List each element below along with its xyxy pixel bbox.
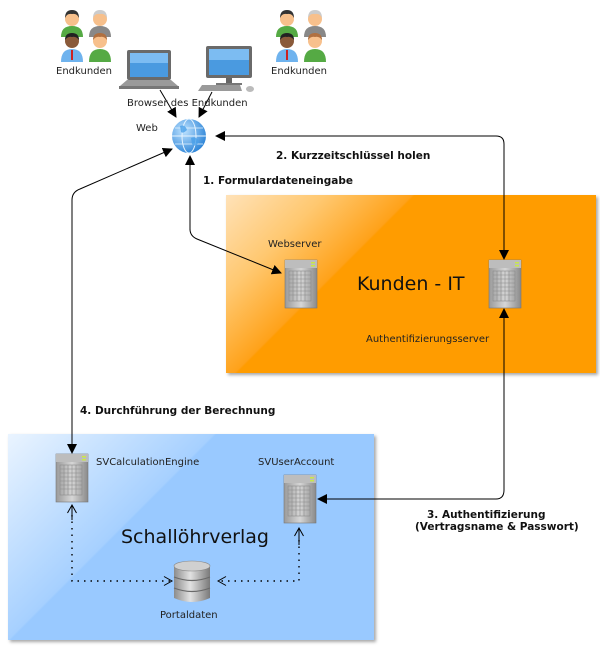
laptop-icon: [119, 50, 179, 89]
web-label: Web: [136, 123, 158, 134]
globe-icon: [172, 118, 206, 154]
database-icon: [173, 560, 211, 602]
authserver-icon: [488, 259, 522, 309]
step-3-label-line1: 3. Authentifizierung: [427, 509, 546, 521]
step-3-label-line2: (Vertragsname & Passwort): [415, 521, 579, 533]
edge-desktop-web: [198, 91, 213, 118]
user-account-label: SVUserAccount: [258, 457, 335, 468]
edge-web-authserver: [215, 131, 505, 145]
edge-web-engine: [71, 148, 173, 201]
webserver-label: Webserver: [268, 239, 322, 250]
people-group-icon: [276, 10, 326, 62]
edge-engine-db: [71, 515, 172, 581]
edge-authserver-useraccount: [317, 489, 505, 504]
edge-laptop-web: [159, 89, 177, 118]
webserver-icon: [284, 259, 318, 309]
edge-web-webserver: [189, 228, 282, 275]
zone-title-schalloehrverlag: Schallöhrverlag: [121, 526, 269, 548]
user-account-server-icon: [283, 474, 317, 524]
people-group-label: Endkunden: [271, 66, 328, 77]
step-1-label: 1. Formulardateneingabe: [203, 175, 354, 187]
edge-account-db: [218, 540, 300, 581]
devices-label: Browser des Endkunden: [127, 98, 248, 109]
people-group-icon: [61, 10, 111, 62]
people-group-label: Endkunden: [56, 66, 113, 77]
calculation-engine-label: SVCalculationEngine: [96, 457, 200, 468]
database-label: Portaldaten: [160, 610, 218, 621]
step-4-label: 4. Durchführung der Berechnung: [80, 405, 276, 417]
authserver-label: Authentifizierungsserver: [366, 334, 490, 345]
step-2-label: 2. Kurzzeitschlüssel holen: [276, 150, 431, 162]
desktop-icon: [198, 46, 254, 92]
zone-title-kunden-it: Kunden - IT: [357, 273, 465, 295]
calculation-engine-icon: [55, 453, 89, 503]
